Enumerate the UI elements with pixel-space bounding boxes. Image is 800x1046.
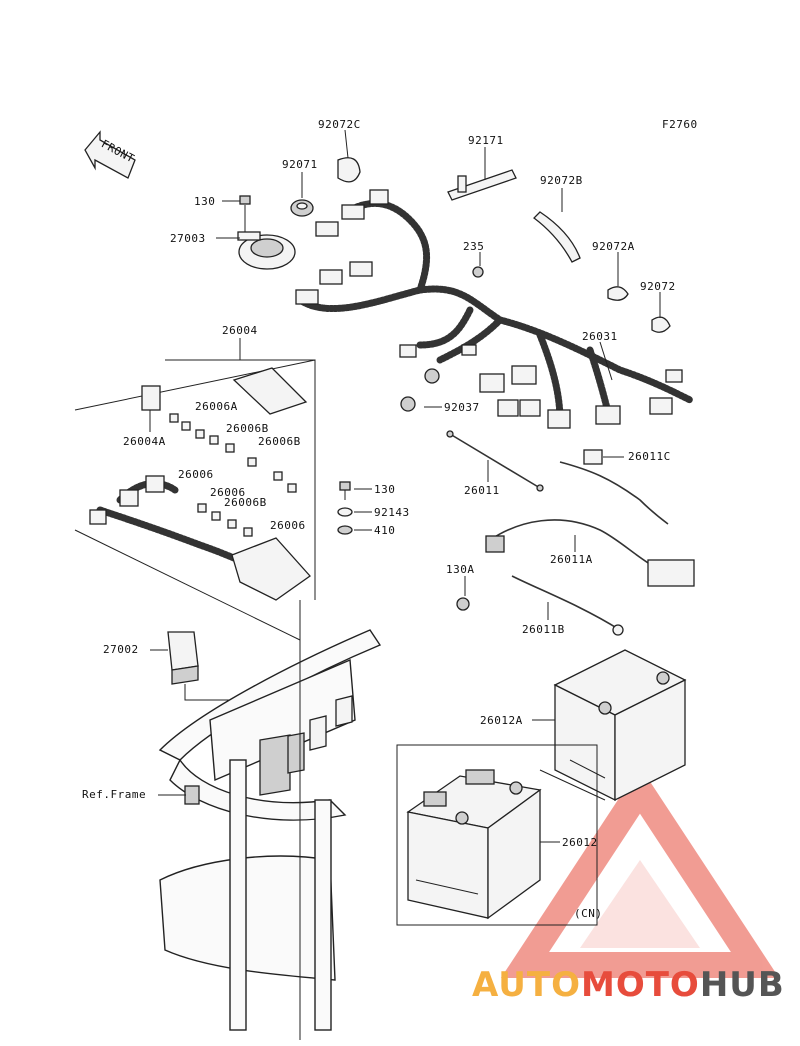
label-26011c: 26011C: [628, 450, 671, 463]
label-26004a: 26004A: [123, 435, 166, 448]
band-92072a-part: [607, 286, 629, 301]
bolt-235-part: [472, 266, 484, 278]
front-arrow-icon: FRONT: [84, 130, 137, 179]
label-ref-frame: Ref.Frame: [82, 788, 146, 801]
label-130-b: 130: [374, 483, 395, 496]
cable-26011c-part: [559, 449, 669, 525]
label-26012: 26012: [562, 836, 598, 849]
label-26004: 26004: [222, 324, 258, 337]
label-26006a: 26006A: [195, 400, 238, 413]
label-26006b-2: 26006B: [258, 435, 301, 448]
label-92072a: 92072A: [592, 240, 635, 253]
frame-outline: [158, 629, 382, 1031]
washer-92143-part: [337, 507, 353, 517]
label-92037: 92037: [444, 401, 480, 414]
label-26006-2: 26006: [210, 486, 246, 499]
band-92072b-part: [533, 211, 581, 263]
label-92072: 92072: [640, 280, 676, 293]
label-235: 235: [463, 240, 484, 253]
cable-26011-part: [446, 430, 544, 492]
diagram-code: F2760: [662, 118, 698, 131]
label-27002: 27002: [103, 643, 139, 656]
relay-27002-part: [167, 631, 199, 685]
watermark-hub: HUB: [700, 965, 785, 1005]
label-26006b-3: 26006B: [224, 496, 267, 509]
watermark-auto: AUTO: [472, 965, 581, 1005]
label-92072b: 92072B: [540, 174, 583, 187]
cable-26011a-part: [485, 519, 695, 587]
fuse-set: [169, 413, 297, 537]
label-26006b-1: 26006B: [226, 422, 269, 435]
label-26006-1: 26006: [178, 468, 214, 481]
main-harness-part: [295, 189, 694, 429]
label-26006-3: 26006: [270, 519, 306, 532]
label-92072c: 92072C: [318, 118, 361, 131]
label-26012a: 26012A: [480, 714, 523, 727]
label-130a: 130A: [446, 563, 475, 576]
watermark-logo: [500, 766, 780, 978]
label-26011a: 26011A: [550, 553, 593, 566]
label-130-a: 130: [194, 195, 215, 208]
cable-26011b-part: [456, 575, 624, 636]
horn-part: [237, 195, 296, 270]
bracket-part: [447, 169, 517, 201]
band-92072c-part: [337, 157, 361, 183]
grommet-part: [290, 199, 314, 217]
cn-variant-box: [396, 744, 598, 926]
fuse-harness-part: [89, 475, 311, 601]
label-410: 410: [374, 524, 395, 537]
label-cn: (CN): [574, 907, 603, 920]
band-92072-part: [651, 316, 671, 333]
label-92143: 92143: [374, 506, 410, 519]
bolt-130-part: [339, 481, 351, 500]
label-26011b: 26011B: [522, 623, 565, 636]
battery-26012-part: [406, 769, 542, 920]
label-92171: 92171: [468, 134, 504, 147]
watermark-text: AUTOMOTOHUB: [472, 965, 785, 1005]
washer-410-part: [337, 525, 353, 535]
battery-26012a-part: [553, 649, 687, 802]
label-26011: 26011: [464, 484, 500, 497]
label-92071: 92071: [282, 158, 318, 171]
label-27003: 27003: [170, 232, 206, 245]
watermark-moto: MOTO: [581, 965, 700, 1005]
label-26031: 26031: [582, 330, 618, 343]
relay-26004a-part: [141, 385, 161, 411]
fuse-box-cover-part: [232, 367, 308, 415]
